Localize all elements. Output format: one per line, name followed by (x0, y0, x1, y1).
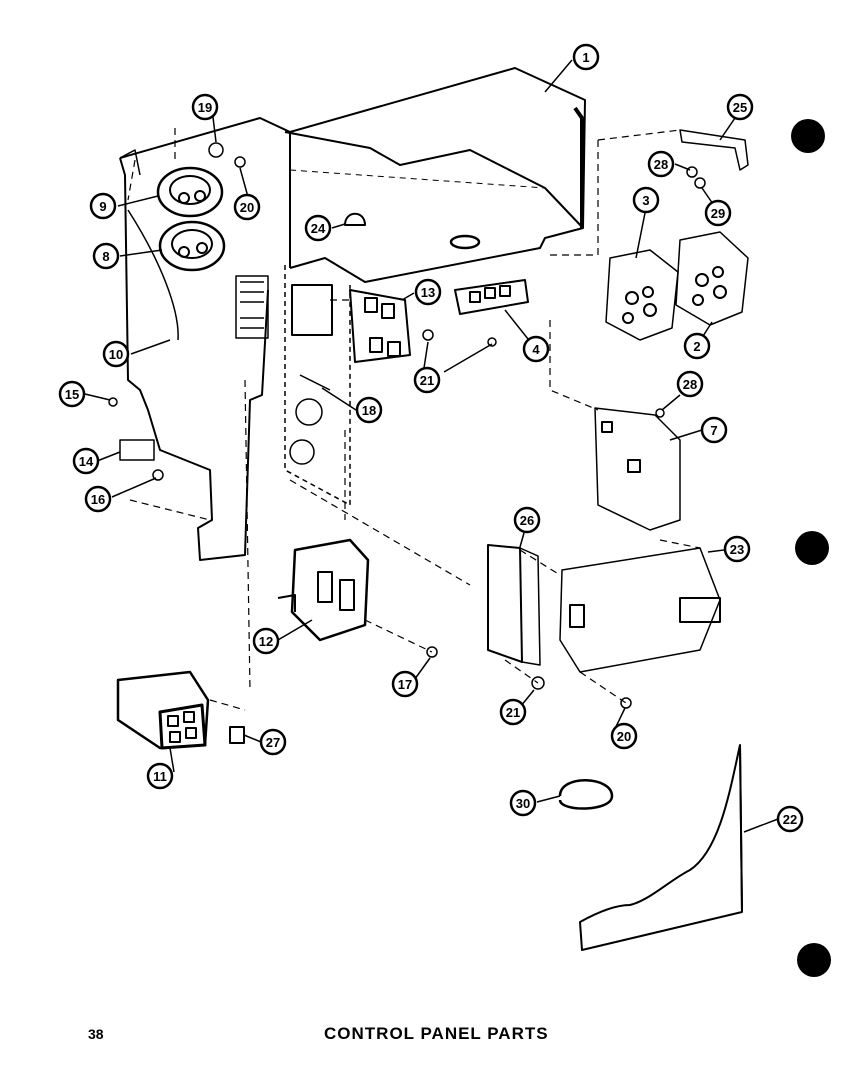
svg-text:4: 4 (532, 342, 540, 357)
callout-14: 14 (72, 447, 100, 475)
cover-panel-22 (579, 744, 743, 951)
svg-text:21: 21 (420, 373, 434, 388)
svg-text:14: 14 (79, 454, 94, 469)
terminal-block-13 (349, 289, 411, 363)
svg-text:17: 17 (398, 677, 412, 692)
svg-text:30: 30 (516, 796, 530, 811)
svg-text:28: 28 (683, 377, 697, 392)
registration-dot-middle (795, 531, 829, 565)
callout-18: 18 (355, 396, 383, 424)
control-box-housing (119, 67, 586, 283)
callout-26: 26 (513, 506, 541, 534)
svg-text:18: 18 (362, 403, 376, 418)
svg-text:3: 3 (642, 193, 649, 208)
callout-11: 11 (146, 762, 174, 790)
svg-text:16: 16 (91, 492, 105, 507)
svg-text:20: 20 (617, 729, 631, 744)
svg-text:13: 13 (421, 285, 435, 300)
callout-7: 7 (700, 416, 728, 444)
svg-text:22: 22 (783, 812, 797, 827)
terminal-strip-4 (454, 279, 529, 315)
callout-2: 2 (683, 332, 711, 360)
callout-20-bottom: 20 (610, 722, 638, 750)
svg-text:23: 23 (730, 542, 744, 557)
callout-22: 22 (776, 805, 804, 833)
registration-dot-top (791, 119, 825, 153)
relay-11 (116, 670, 210, 750)
callout-4: 4 (522, 335, 550, 363)
contactor-12 (277, 538, 370, 642)
svg-text:24: 24 (311, 221, 326, 236)
callout-12: 12 (252, 627, 280, 655)
svg-text:9: 9 (99, 199, 106, 214)
bracket-24 (344, 212, 366, 226)
svg-text:8: 8 (102, 249, 109, 264)
callout-1: 1 (572, 43, 600, 71)
switch-3 (605, 249, 679, 341)
relay-7 (594, 407, 681, 531)
svg-text:11: 11 (153, 769, 167, 784)
svg-text:21: 21 (506, 705, 520, 720)
switch-2 (675, 231, 749, 326)
callout-29: 29 (704, 199, 732, 227)
bracket-25 (679, 129, 749, 171)
callout-25: 25 (726, 93, 754, 121)
callout-28-top: 28 (647, 150, 675, 178)
callout-9: 9 (89, 192, 117, 220)
callout-10: 10 (102, 340, 130, 368)
callout-19: 19 (191, 93, 219, 121)
svg-text:19: 19 (198, 100, 212, 115)
svg-text:2: 2 (693, 339, 700, 354)
svg-text:25: 25 (733, 100, 747, 115)
svg-text:1: 1 (582, 50, 589, 65)
svg-text:20: 20 (240, 200, 254, 215)
svg-text:10: 10 (109, 347, 123, 362)
capacitor-9 (156, 166, 224, 218)
svg-text:26: 26 (520, 513, 534, 528)
callout-13: 13 (414, 278, 442, 306)
assembly-guide-lines (127, 128, 701, 711)
callout-15: 15 (58, 380, 86, 408)
callout-24: 24 (304, 214, 332, 242)
bracket-26 (487, 544, 541, 666)
callout-17: 17 (391, 670, 419, 698)
callout-leaders (84, 59, 779, 833)
callout-30: 30 (509, 789, 537, 817)
control-board-23 (559, 547, 721, 673)
callout-3: 3 (632, 186, 660, 214)
callout-21-bottom: 21 (499, 698, 527, 726)
svg-text:12: 12 (259, 634, 273, 649)
page-number: 38 (88, 1026, 104, 1042)
svg-text:7: 7 (710, 423, 717, 438)
clip-27 (229, 726, 245, 744)
svg-text:28: 28 (654, 157, 668, 172)
capacitor-8 (158, 220, 226, 272)
callout-28-middle: 28 (676, 370, 704, 398)
svg-text:27: 27 (266, 735, 280, 750)
callout-20-top: 20 (233, 193, 261, 221)
callout-27: 27 (259, 728, 287, 756)
cable-tie-30 (558, 779, 614, 810)
page-title: CONTROL PANEL PARTS (324, 1024, 549, 1043)
callout-21-top: 21 (413, 366, 441, 394)
callout-23: 23 (723, 535, 751, 563)
svg-text:29: 29 (711, 206, 725, 221)
registration-dot-bottom (797, 943, 831, 977)
hardware-fasteners (108, 142, 706, 709)
callout-16: 16 (84, 485, 112, 513)
callout-bubbles: 1 2 3 4 7 8 9 10 11 12 13 14 15 16 17 18… (58, 43, 804, 833)
left-side-panel (119, 149, 269, 561)
callout-8: 8 (92, 242, 120, 270)
svg-text:15: 15 (65, 387, 79, 402)
inner-mounting-panel (284, 265, 351, 506)
